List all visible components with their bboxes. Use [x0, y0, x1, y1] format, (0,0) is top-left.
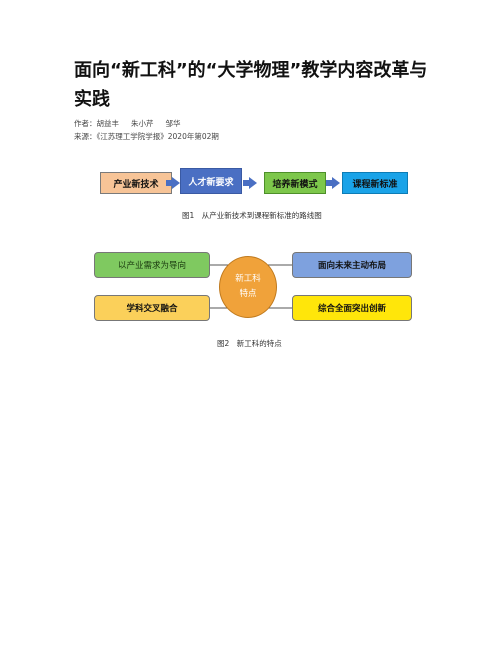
step-industry-tech: 产业新技术 — [100, 172, 172, 194]
author-1[interactable]: 胡益丰 — [96, 119, 120, 128]
step-talent-requirements: 人才新要求 — [180, 168, 242, 194]
center-line-2: 特点 — [239, 289, 257, 299]
feature-industry-oriented: 以产业需求为导向 — [94, 252, 210, 278]
figure-1-roadmap: 产业新技术 人才新要求 培养新模式 课程新标准 — [92, 163, 410, 205]
source-label: 来源： — [74, 132, 97, 141]
arrow-right-icon — [243, 177, 257, 189]
step-course-standard: 课程新标准 — [342, 172, 408, 194]
arrow-right-icon — [326, 177, 340, 189]
author-line: 作者：胡益丰 朱小芹 邹华 — [74, 118, 181, 129]
figure-1-caption: 图1 从产业新技术到课程新标准的路线图 — [182, 211, 322, 220]
author-2[interactable]: 朱小芹 — [131, 119, 154, 128]
feature-interdisciplinary: 学科交叉融合 — [94, 295, 210, 321]
center-new-engineering: 新工科 特点 — [219, 256, 277, 318]
center-line-1: 新工科 — [235, 274, 261, 284]
article-title: 面向“新工科”的“大学物理”教学内容改革与实践 — [74, 60, 428, 110]
figure-2-features: 以产业需求为导向 学科交叉融合 新工科 特点 面向未来主动布局 综合全面突出创新 — [94, 244, 412, 330]
source-journal[interactable]: 《江苏理工学院学报》2020年第02期 — [96, 132, 219, 141]
figure-2-caption: 图2 新工科的特点 — [217, 339, 282, 348]
author-3[interactable]: 邹华 — [165, 119, 181, 128]
author-label: 作者： — [74, 119, 97, 128]
source-line: 来源：《江苏理工学院学报》2020年第02期 — [74, 131, 219, 142]
step-training-mode: 培养新模式 — [264, 172, 326, 194]
arrow-right-icon — [166, 177, 180, 189]
feature-future-oriented: 面向未来主动布局 — [292, 252, 412, 278]
feature-comprehensive-innovation: 综合全面突出创新 — [292, 295, 412, 321]
